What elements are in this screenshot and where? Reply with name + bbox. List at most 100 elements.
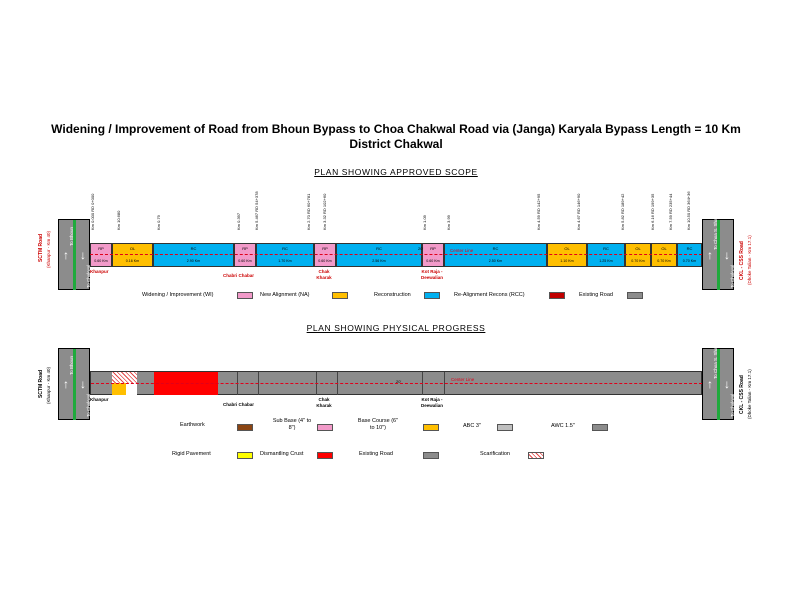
down-arrow-icon: ↓ <box>724 248 730 262</box>
plan2-center-line-label: Center Line <box>451 377 475 382</box>
legend-label: New Alignment (NA) <box>260 292 310 298</box>
legend-label: Rigid Pavement <box>172 451 211 457</box>
plan1-right-road-label: CKL - CSS Road <box>739 241 745 280</box>
plan1-segment: RP 0.60 Km <box>314 243 336 267</box>
plan2-right-road-sub: (Dhoke Talian - Km 17.1) <box>747 369 752 419</box>
legend-swatch <box>237 292 253 299</box>
legend-label: Widening / Improvement (WI) <box>142 292 214 298</box>
plan1-left-end-block: ↑ ↓ To Bhoun To Chakwal <box>58 219 91 290</box>
down-arrow-icon: ↓ <box>724 377 730 391</box>
plan1-place-chabri-chabar: Chabri Chabar <box>223 273 255 278</box>
plan2-left-green-line <box>73 349 76 420</box>
legend-label: Re-Alignment Recons (RCC) <box>454 292 525 298</box>
segment-length: 2.90 Km <box>186 259 201 263</box>
plan2-place-chabri-chabar: Chabri Chabar <box>223 402 255 407</box>
plan1-right-inner2: To Chakwal <box>730 264 735 288</box>
legend-swatch <box>592 424 608 431</box>
legend-label: Scarification <box>480 451 510 457</box>
plan2-place-kot-raja: Kot Raja - Deewalian <box>420 397 443 408</box>
segment-code: OL <box>661 246 667 251</box>
up-arrow-icon: ↑ <box>707 377 713 391</box>
segment-length: 0.70 Km <box>682 259 697 263</box>
segment-code: RC <box>603 246 609 251</box>
km-tick: Km 3.32 RD 102+60 <box>322 193 327 230</box>
legend-swatch <box>627 292 643 299</box>
diagram-title: Widening / Improvement of Road from Bhou… <box>0 122 792 152</box>
segment-code: RP <box>322 246 328 251</box>
up-arrow-icon: ↑ <box>63 248 69 262</box>
scarification-area <box>112 372 137 383</box>
legend-label: Existing Road <box>579 292 613 298</box>
plan1-segment: RC 0.70 Km <box>677 243 702 267</box>
legend-swatch <box>332 292 348 299</box>
plan2-right-road-label: CKL - CSS Road <box>739 375 745 414</box>
km-tick: Km 0.000 RD 0+000 <box>90 193 95 230</box>
plan1-right-inner1: To Choa S. Shah <box>713 215 718 250</box>
segment-code: RC <box>282 246 288 251</box>
segment-code: OL <box>129 246 136 251</box>
legend-swatch <box>423 424 439 431</box>
km-tick: Km 5.467 RD 54+378 <box>254 191 259 230</box>
segment-length: 0.60 Km <box>238 259 252 263</box>
plan2-width-note: 20' <box>396 379 402 384</box>
segment-code: RC <box>376 246 382 251</box>
segment-code: RC <box>492 246 499 251</box>
legend-swatch <box>237 452 253 459</box>
km-tick: Km 3.99 <box>446 215 451 230</box>
plan2-right-green-line <box>717 349 720 420</box>
segment-code: RP <box>98 246 104 251</box>
plan1-left-road-sub: (Khanpur - Km 40) <box>46 230 51 268</box>
km-tick: Km 0.397 <box>236 212 241 230</box>
legend-label: Base Course (6" to 10") <box>357 418 399 431</box>
unpaved-area <box>126 383 137 395</box>
plan2-legend: Earthwork Sub Base (4" to 8") Base Cours… <box>170 418 610 464</box>
plan2-road-strip: Center Line 20' <box>90 371 702 395</box>
segment-code: OL <box>564 246 570 251</box>
plan1-legend: Widening / Improvement (WI) New Alignmen… <box>142 291 662 301</box>
segment-length: 1.25 Km <box>599 259 613 263</box>
legend-label: Reconstruction <box>374 292 411 298</box>
plan1-left-inner1: To Bhoun <box>69 226 74 246</box>
legend-swatch <box>549 292 565 299</box>
km-tick: Km 2.70 RD 60+781 <box>306 193 311 230</box>
base-course-area <box>112 383 126 395</box>
plan1-segment: OL 0.70 Km <box>625 243 651 267</box>
plan1-segment: OL 1.10 Km <box>547 243 587 267</box>
legend-label: AWC 1.5" <box>551 423 575 429</box>
plan1-right-end-block: ↑ ↓ To Choa S. Shah To Chakwal <box>702 215 735 290</box>
plan2-heading: PLAN SHOWING PHYSICAL PROGRESS <box>306 323 486 333</box>
plan1-segment: OL 0.70 Km <box>651 243 677 267</box>
km-tick: Km 5.82 RD 189+42 <box>620 193 625 230</box>
plan1-segment: RC 1.70 Km <box>256 243 314 267</box>
plan2-right-inner2: To Chakwal <box>730 393 735 417</box>
up-arrow-icon: ↑ <box>707 248 713 262</box>
segment-length: 2.56 Km <box>372 259 386 263</box>
segment-code: RC <box>190 246 197 251</box>
legend-swatch <box>497 424 513 431</box>
segment-length: 2.50 Km <box>488 259 503 263</box>
segment-length: 1.10 Km <box>560 259 574 263</box>
plan1-center-line <box>90 254 702 255</box>
plan2-place-khanpur: Khanpur <box>90 397 109 402</box>
plan2-right-inner1: To Choa S. Shah <box>713 344 718 379</box>
segment-length: 0.60 Km <box>318 259 332 263</box>
km-tick: Km 10.50 RD 364+36 <box>686 191 691 230</box>
plan1-segment: OL 0.16 Km <box>112 243 153 267</box>
segment-length: 0.70 Km <box>657 259 671 263</box>
plan1-left-green-line <box>73 220 76 290</box>
plan2-left-road-label: SCTM Road <box>38 369 44 398</box>
plan1-heading: PLAN SHOWING APPROVED SCOPE <box>314 167 478 177</box>
km-tick: Km 7.59 RD 235+44 <box>668 193 673 230</box>
legend-swatch <box>424 292 440 299</box>
plan1-segment: RP 0.60 Km <box>422 243 444 267</box>
up-arrow-icon: ↑ <box>63 377 69 391</box>
km-tick: Km 4.67 RD 146+90 <box>576 193 581 230</box>
km-tick: Km 4.59 RD 142+95 <box>536 193 541 230</box>
down-arrow-icon: ↓ <box>80 377 86 391</box>
legend-swatch <box>528 452 544 459</box>
segment-code: OL <box>635 246 641 251</box>
km-tick: Km 10.680 <box>116 210 121 230</box>
legend-label: ABC 3" <box>463 423 481 429</box>
plan2-right-end-block: ↑ ↓ To Choa S. Shah To Chakwal <box>702 344 735 420</box>
plan2-place-chak-kharak: Chak Kharak <box>316 397 332 408</box>
